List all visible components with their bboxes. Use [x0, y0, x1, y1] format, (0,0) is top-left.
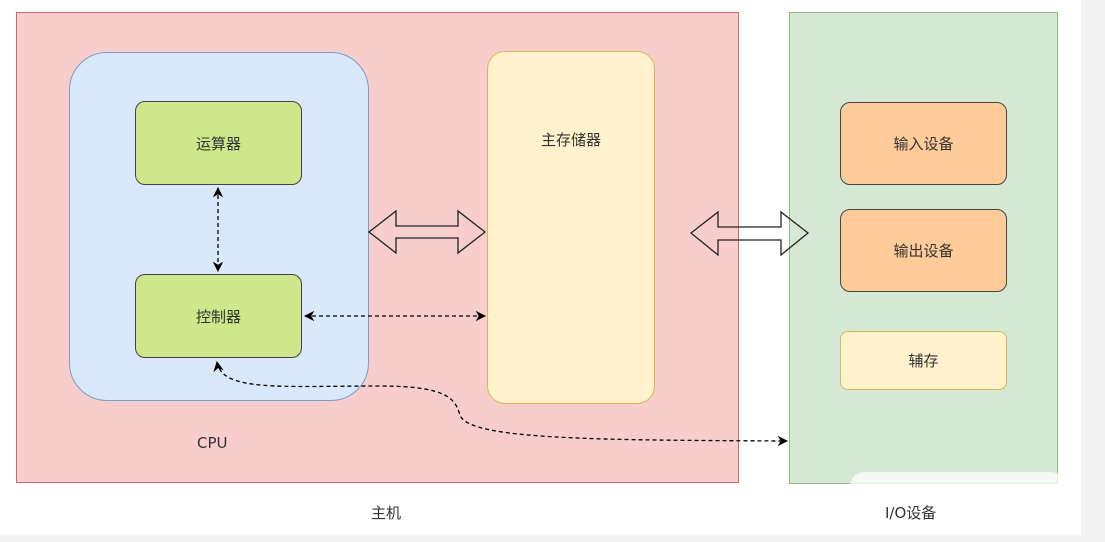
host-label: 主机	[371, 504, 402, 522]
alu-box: 运算器	[135, 101, 302, 185]
aux-storage-box: 辅存	[840, 331, 1007, 390]
output-device-box: 输出设备	[840, 209, 1007, 292]
cpu-label: CPU	[197, 434, 228, 452]
alu-label: 运算器	[195, 134, 241, 153]
input-device-label: 输入设备	[893, 135, 954, 153]
input-device-box: 输入设备	[840, 102, 1007, 185]
main-memory-label: 主存储器	[540, 131, 601, 149]
io-label: I/O设备	[885, 504, 937, 522]
output-device-label: 输出设备	[893, 242, 954, 260]
watermark-overlay	[850, 472, 1065, 502]
main-memory-box: 主存储器	[487, 51, 655, 404]
controller-label: 控制器	[195, 307, 241, 326]
controller-box: 控制器	[135, 274, 302, 358]
aux-storage-label: 辅存	[908, 352, 939, 370]
